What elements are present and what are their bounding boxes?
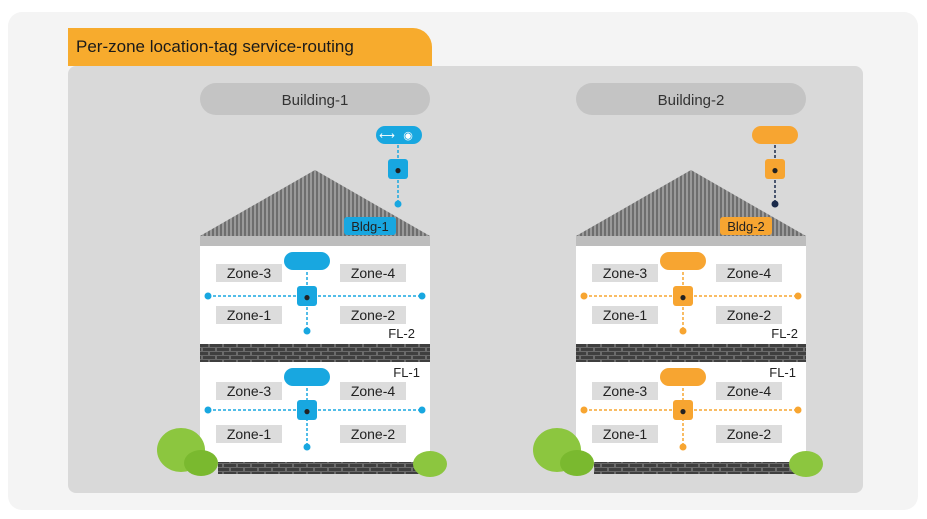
building-1-label-pill xyxy=(200,83,430,115)
location-pin-icon xyxy=(297,286,317,306)
building-2-bldg-tag-text: Bldg-2 xyxy=(727,219,765,234)
zone-label: Zone-4 xyxy=(727,383,772,399)
floor-label: FL-1 xyxy=(769,365,796,380)
floor-ap-icon xyxy=(660,368,706,386)
building-1: Building-1 ⟷ ◉ ● Bldg-1 Zone-3 Zone-4 Zo… xyxy=(157,83,447,477)
wifi-icon: ◉ xyxy=(403,130,413,142)
zone-label: Zone-1 xyxy=(603,426,648,442)
floor-ap-icon xyxy=(284,368,330,386)
zone-label: Zone-2 xyxy=(351,307,396,323)
floor-ap-icon xyxy=(284,252,330,270)
zone-label: Zone-4 xyxy=(727,265,772,281)
building-2-bldg-tag xyxy=(720,217,772,235)
zone-label: Zone-3 xyxy=(227,265,272,281)
building-2: Building-2 ● Bldg-2 Zone-3 Zone-4 Zone-1… xyxy=(533,83,823,477)
location-pin-icon xyxy=(673,286,693,306)
zone-label: Zone-1 xyxy=(227,307,272,323)
svg-text:●: ● xyxy=(679,404,686,418)
building-2-location-pin-icon xyxy=(765,159,785,179)
floor-label: FL-2 xyxy=(388,326,415,341)
svg-text:●: ● xyxy=(771,163,778,177)
location-pin-icon xyxy=(297,400,317,420)
building-1-ap-icon xyxy=(376,126,422,144)
building-1-location-pin-icon xyxy=(388,159,408,179)
zone-label: Zone-3 xyxy=(227,383,272,399)
building-2-brick-band xyxy=(576,344,806,362)
floor-ap-icon xyxy=(660,252,706,270)
building-2-ap-icon xyxy=(752,126,798,144)
svg-text:●: ● xyxy=(679,290,686,304)
bush-icon xyxy=(789,451,823,477)
zone-label: Zone-4 xyxy=(351,265,396,281)
zone-label: Zone-1 xyxy=(603,307,648,323)
building-2-label-pill xyxy=(576,83,806,115)
location-pin-icon xyxy=(673,400,693,420)
svg-text:●: ● xyxy=(303,404,310,418)
zone-label: Zone-4 xyxy=(351,383,396,399)
zone-label: Zone-3 xyxy=(603,383,648,399)
building-1-name: Building-1 xyxy=(282,92,349,109)
svg-text:●: ● xyxy=(303,290,310,304)
floor-label: FL-2 xyxy=(771,326,798,341)
building-1-bldg-tag-text: Bldg-1 xyxy=(351,219,389,234)
zone-label: Zone-2 xyxy=(351,426,396,442)
zone-label: Zone-1 xyxy=(227,426,272,442)
zone-label: Zone-2 xyxy=(727,426,772,442)
zone-label: Zone-2 xyxy=(727,307,772,323)
building-2-name: Building-2 xyxy=(658,92,725,109)
arrows-icon: ⟷ xyxy=(379,130,395,142)
zone-label: Zone-3 xyxy=(603,265,648,281)
floor-label: FL-1 xyxy=(393,365,420,380)
building-1-brick-band xyxy=(200,344,430,362)
diagram-title: Per-zone location-tag service-routing xyxy=(68,28,432,66)
bush-icon xyxy=(413,451,447,477)
building-1-bldg-tag xyxy=(344,217,396,235)
svg-text:●: ● xyxy=(394,163,401,177)
